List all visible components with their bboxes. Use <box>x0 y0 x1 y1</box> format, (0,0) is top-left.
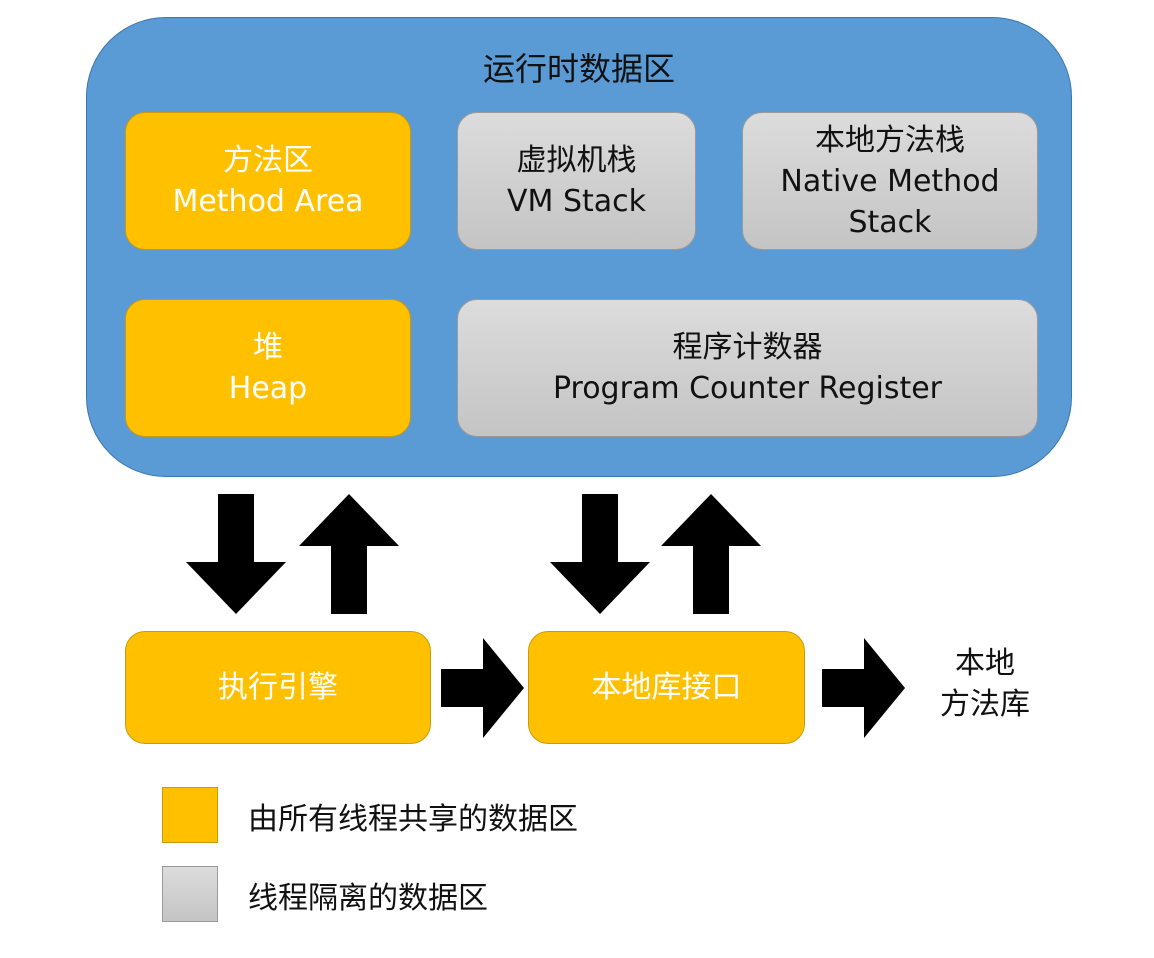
native-method-stack-en-label-line2: Stack <box>848 204 932 240</box>
legend-isolated-label: 线程隔离的数据区 <box>248 881 488 916</box>
runtime-data-area-title: 运行时数据区 <box>482 50 675 88</box>
right-arrow-to-native-interface <box>441 638 524 738</box>
native-interface-box: 本地库接口 <box>528 631 805 744</box>
method-area-zh-label: 方法区 <box>223 143 313 178</box>
vm-stack-box: 虚拟机栈 VM Stack <box>457 112 696 250</box>
heap-zh-label: 堆 <box>253 330 283 365</box>
native-method-library-label: 本地 方法库 <box>930 643 1040 725</box>
heap-en-label: Heap <box>228 371 308 406</box>
legend-shared-swatch <box>162 787 218 843</box>
legend-shared-label: 由所有线程共享的数据区 <box>248 802 578 837</box>
program-counter-en-label: Program Counter Register <box>552 371 943 406</box>
method-area-box: 方法区 Method Area <box>125 112 411 250</box>
execution-engine-box: 执行引擎 <box>125 631 431 744</box>
native-method-stack-box: 本地方法栈 Native Method Stack <box>742 112 1038 250</box>
down-arrow-to-engine <box>186 494 286 614</box>
down-arrow-to-native-interface <box>550 494 650 614</box>
vm-stack-zh-label: 虚拟机栈 <box>516 143 637 178</box>
up-arrow-from-native-interface <box>661 494 761 614</box>
execution-engine-label: 执行引擎 <box>218 670 338 705</box>
native-interface-label: 本地库接口 <box>591 670 742 705</box>
program-counter-box: 程序计数器 Program Counter Register <box>457 299 1038 437</box>
right-arrow-to-native-library <box>822 638 905 738</box>
native-method-stack-en-label-line1: Native Method <box>780 163 1000 199</box>
native-method-stack-zh-label: 本地方法栈 <box>815 122 965 158</box>
legend-isolated-swatch <box>162 866 218 922</box>
up-arrow-from-engine <box>299 494 399 614</box>
method-area-en-label: Method Area <box>172 184 364 219</box>
native-method-library-label-line2: 方法库 <box>940 687 1030 722</box>
heap-box: 堆 Heap <box>125 299 411 437</box>
native-method-library-label-line1: 本地 <box>955 646 1015 681</box>
vm-stack-en-label: VM Stack <box>507 184 646 219</box>
program-counter-zh-label: 程序计数器 <box>672 330 823 365</box>
